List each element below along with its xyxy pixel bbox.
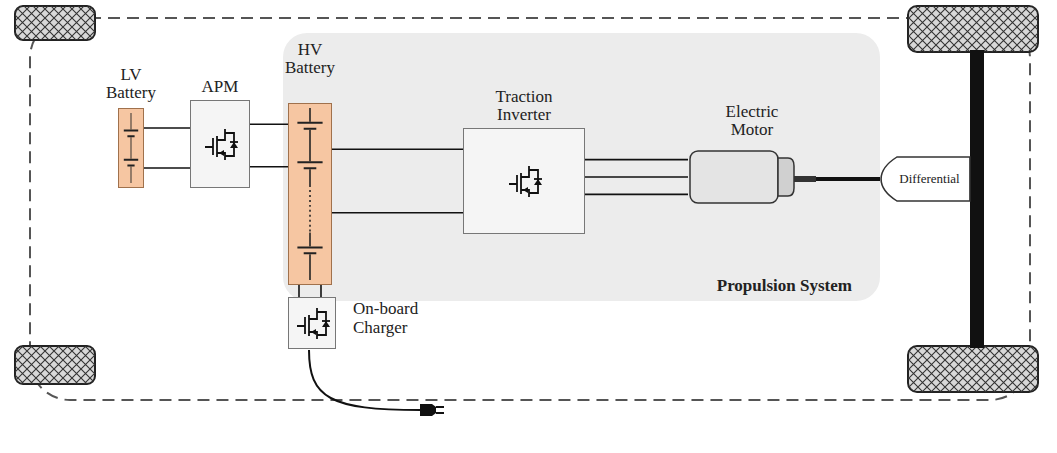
wire — [332, 212, 463, 214]
label-holder: APM — [190, 78, 250, 97]
switch-symbol — [292, 303, 332, 343]
differential: Differential — [880, 156, 971, 202]
tire — [15, 346, 95, 384]
label-holder: Electric Motor — [716, 103, 788, 140]
motor: Electric Motor — [688, 148, 816, 206]
component-label: On-board Charger — [353, 300, 431, 337]
wire — [816, 177, 880, 181]
component-label: Differential — [899, 172, 959, 186]
axle — [970, 50, 984, 348]
label-holder: Differential — [880, 156, 971, 202]
battery-box: HV Battery — [288, 103, 332, 285]
wire-bundle — [816, 179, 880, 180]
component-label: Traction Inverter — [483, 88, 565, 125]
battery-box: LV Battery — [118, 108, 144, 188]
wire — [585, 194, 688, 196]
tire — [908, 346, 1038, 392]
cell-symbol — [289, 104, 331, 284]
component-label: LV Battery — [98, 66, 164, 103]
label-holder: Propulsion System — [717, 277, 852, 296]
label-holder: On-board Charger — [353, 300, 431, 337]
label-holder: Traction Inverter — [483, 88, 565, 125]
wire — [332, 148, 463, 150]
charger-box: On-board Charger — [288, 297, 336, 349]
tire — [15, 6, 95, 40]
tire — [908, 6, 1038, 52]
wire-bundle — [250, 124, 288, 167]
wire — [585, 159, 688, 161]
component-label: HV Battery — [274, 41, 346, 78]
wire-bundle — [144, 128, 190, 168]
charging-plug — [309, 350, 444, 416]
label-holder: HV Battery — [274, 41, 346, 78]
motor-drawing — [688, 148, 816, 206]
converter-box: APM — [190, 100, 250, 188]
wire — [144, 127, 190, 129]
wire — [250, 123, 288, 125]
switch-symbol — [504, 161, 544, 201]
wire — [144, 167, 190, 169]
inverter-box: Traction Inverter — [463, 128, 585, 234]
label-holder: LV Battery — [98, 66, 164, 103]
cell-symbol — [119, 109, 143, 187]
component-label: Electric Motor — [716, 103, 788, 140]
component-label: APM — [190, 78, 250, 97]
wire — [585, 176, 688, 178]
wire — [320, 285, 322, 297]
wire — [298, 285, 300, 297]
wire — [250, 166, 288, 168]
propulsion-region: Propulsion System HV Battery Traction Inve… — [283, 33, 880, 301]
switch-symbol — [200, 124, 240, 164]
component-label: Propulsion System — [717, 277, 852, 296]
